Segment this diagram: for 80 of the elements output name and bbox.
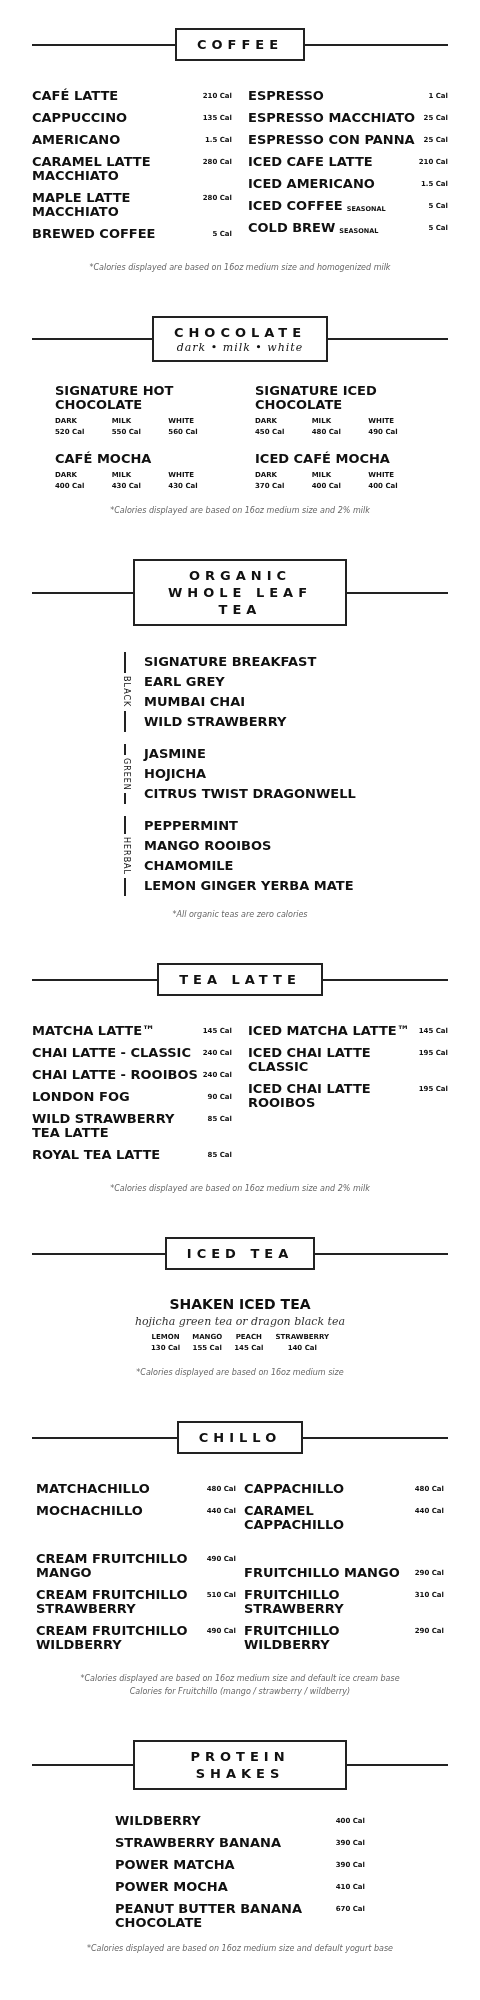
- item-name: ICED CHAI LATTE CLASSIC: [248, 1046, 372, 1074]
- item-name: MATCHACHILLO: [36, 1482, 150, 1496]
- item-name: WILD STRAWBERRY: [144, 713, 288, 731]
- category-label: GREEN: [121, 754, 131, 794]
- heading-box: [157, 963, 323, 996]
- item-name: FRUITCHILLO STRAWBERRY: [244, 1588, 345, 1616]
- category-label: BLACK: [121, 673, 131, 711]
- item-name: ICED COFFEE: [248, 199, 343, 213]
- item-name: MUMBAI CHAI: [144, 693, 247, 711]
- heading-text: COFFEE: [196, 36, 284, 53]
- item-name: SHAKEN ICED TEA: [169, 1296, 311, 1312]
- item-name: LONDON FOG: [32, 1090, 130, 1104]
- item-name: MATCHA LATTE™: [32, 1024, 156, 1038]
- heading-box: [133, 559, 347, 626]
- heading-box: [151, 316, 329, 362]
- item-name: LEMON GINGER YERBA MATE: [144, 877, 354, 895]
- heading-text: ORGANIC WHOLE LEAF TEA: [166, 567, 314, 618]
- item-name: ICED CHAI LATTE ROOIBOS: [248, 1082, 372, 1110]
- item-name: ICED CAFÉ MOCHA: [255, 452, 391, 466]
- heading-box: [174, 28, 306, 61]
- item-name: CREAM FRUITCHILLO MANGO: [36, 1552, 189, 1580]
- item-name: ICED CAFE LATTE: [248, 155, 373, 169]
- item-name: CAPPACHILLO: [244, 1482, 344, 1496]
- item-name: CARAMEL LATTE MACCHIATO: [32, 155, 152, 183]
- item-name: AMERICANO: [32, 133, 121, 147]
- item-name: CREAM FRUITCHILLO WILDBERRY: [36, 1624, 189, 1652]
- description-text: hojicha green tea or dragon black tea: [133, 1315, 347, 1328]
- item-name: CREAM FRUITCHILLO STRAWBERRY: [36, 1588, 189, 1616]
- item-name: POWER MATCHA: [115, 1858, 235, 1872]
- item-name: CITRUS TWIST DRAGONWELL: [144, 785, 356, 803]
- item-name: ESPRESSO CON PANNA: [248, 133, 415, 147]
- category-label: HERBAL: [121, 833, 131, 878]
- item-name: ICED MATCHA LATTE™: [248, 1024, 410, 1038]
- item-name: CHAMOMILE: [144, 857, 235, 875]
- footnote-text: *Calories displayed are based on 16oz medium size and default yogurt base: [86, 1944, 394, 1953]
- item-name: POWER MOCHA: [115, 1880, 228, 1894]
- heading-text: CHILLO: [198, 1429, 282, 1446]
- item-name: CAPPUCCINO: [32, 111, 128, 125]
- item-name: FRUITCHILLO MANGO: [244, 1566, 400, 1580]
- item-name: SIGNATURE BREAKFAST: [144, 653, 317, 671]
- item-name: CARAMEL CAPPACHILLO: [244, 1504, 345, 1532]
- item-name: EARL GREY: [144, 673, 226, 691]
- item-name: ROYAL TEA LATTE: [32, 1148, 161, 1162]
- footnote-text: *Calories displayed are based on 16oz medium size and 2% milk: [109, 506, 371, 515]
- item-name: PEPPERMINT: [144, 817, 239, 835]
- item-name: JASMINE: [144, 745, 207, 763]
- item-name: CAFÉ LATTE: [32, 89, 119, 103]
- item-name: FRUITCHILLO WILDBERRY: [244, 1624, 341, 1652]
- item-name: CAFÉ MOCHA: [55, 452, 153, 466]
- heading-text: PROTEIN SHAKES: [189, 1748, 291, 1782]
- subheading-text: dark • milk • white: [175, 341, 305, 354]
- item-name: WILD STRAWBERRY TEA LATTE: [32, 1112, 176, 1140]
- footnote-text: *Calories displayed are based on 16oz medium size and default ice cream base: [79, 1674, 401, 1683]
- heading-text: ICED TEA: [186, 1245, 294, 1262]
- heading-box: [133, 1740, 347, 1790]
- footnote-text: *Calories displayed are based on 16oz medium size and 2% milk: [109, 1184, 371, 1193]
- item-name: ESPRESSO MACCHIATO: [248, 111, 416, 125]
- item-name: CHAI LATTE - CLASSIC: [32, 1046, 191, 1060]
- item-name: MOCHACHILLO: [36, 1504, 143, 1518]
- footnote-text: *All organic teas are zero calories: [171, 910, 309, 919]
- item-name: MAPLE LATTE MACCHIATO: [32, 191, 132, 219]
- item-name: ICED AMERICANO: [248, 177, 375, 191]
- footnote-text: *Calories displayed are based on 16oz medium size: [135, 1368, 345, 1377]
- heading-text: CHOCOLATE: [173, 324, 307, 341]
- item-name: SIGNATURE HOT CHOCOLATE: [55, 384, 175, 412]
- item-name: PEANUT BUTTER BANANA CHOCOLATE: [115, 1902, 304, 1930]
- item-name: SIGNATURE ICED CHOCOLATE: [255, 384, 378, 412]
- item-name: ESPRESSO: [248, 89, 324, 103]
- footnote-text: Calories for Fruitchillo (mango / strawberry / wildberry): [128, 1687, 352, 1696]
- item-name: WILDBERRY: [115, 1814, 201, 1828]
- item-name: MANGO ROOIBOS: [144, 837, 273, 855]
- heading-text: TEA LATTE: [179, 971, 301, 988]
- item-name: STRAWBERRY BANANA: [115, 1836, 281, 1850]
- item-name: CHAI LATTE - ROOIBOS: [32, 1068, 198, 1082]
- item-name: BREWED COFFEE: [32, 227, 156, 241]
- item-name: HOJICHA: [144, 765, 208, 783]
- footnote-text: *Calories displayed are based on 16oz medium size and homogenized milk: [88, 263, 392, 272]
- heading-box: [164, 1237, 316, 1270]
- item-name: COLD BREW: [248, 221, 336, 235]
- heading-box: [176, 1421, 304, 1454]
